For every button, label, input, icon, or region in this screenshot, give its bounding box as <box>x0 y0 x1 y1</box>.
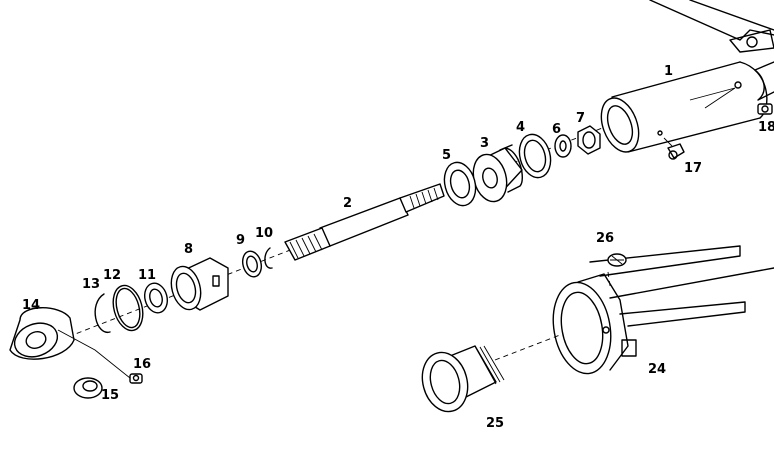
part-11-wiper <box>143 282 169 314</box>
label-part-9: 9 <box>236 233 245 248</box>
part-3-piston <box>472 144 523 203</box>
part-7-nut <box>577 125 601 155</box>
label-part-11: 11 <box>138 268 156 283</box>
part-16-grease-nipple <box>129 373 143 384</box>
part-24-housing <box>552 245 774 375</box>
part-25-threaded-insert <box>421 334 561 413</box>
label-part-8: 8 <box>184 242 193 257</box>
label-part-13: 13 <box>82 277 100 292</box>
label-part-7: 7 <box>576 111 585 126</box>
frame-bracket <box>649 0 774 101</box>
label-part-17: 17 <box>684 161 702 176</box>
label-part-2: 2 <box>343 196 352 211</box>
label-part-12: 12 <box>103 268 121 283</box>
label-part-15: 15 <box>101 388 119 403</box>
part-26-plug <box>607 253 627 287</box>
label-part-6: 6 <box>552 122 561 137</box>
part-9-ring <box>241 250 263 278</box>
part-10-circlip <box>264 247 273 269</box>
part-6-washer <box>554 134 572 158</box>
label-part-5: 5 <box>442 148 451 163</box>
part-1-cylinder-barrel <box>600 61 768 153</box>
label-part-24: 24 <box>648 362 666 377</box>
part-18-fitting <box>757 103 773 115</box>
part-5-ring <box>443 161 477 207</box>
part-15-bushing <box>73 377 103 399</box>
part-12-snap-ring <box>112 284 144 332</box>
label-part-14: 14 <box>22 298 40 313</box>
part-4-seal-ring <box>518 133 552 179</box>
label-part-3: 3 <box>480 136 489 151</box>
label-part-10: 10 <box>255 226 273 241</box>
part-2-piston-rod <box>284 183 445 261</box>
part-13-snap-ring <box>94 293 111 333</box>
part-17-fitting <box>663 137 685 160</box>
label-part-4: 4 <box>516 120 525 135</box>
label-part-16: 16 <box>133 357 151 372</box>
label-part-18: 18 <box>758 120 774 135</box>
part-8-gland <box>170 257 229 311</box>
label-part-26: 26 <box>596 231 614 246</box>
label-part-1: 1 <box>664 64 673 79</box>
part-14-rod-eye <box>9 307 131 379</box>
label-part-25: 25 <box>486 416 504 431</box>
